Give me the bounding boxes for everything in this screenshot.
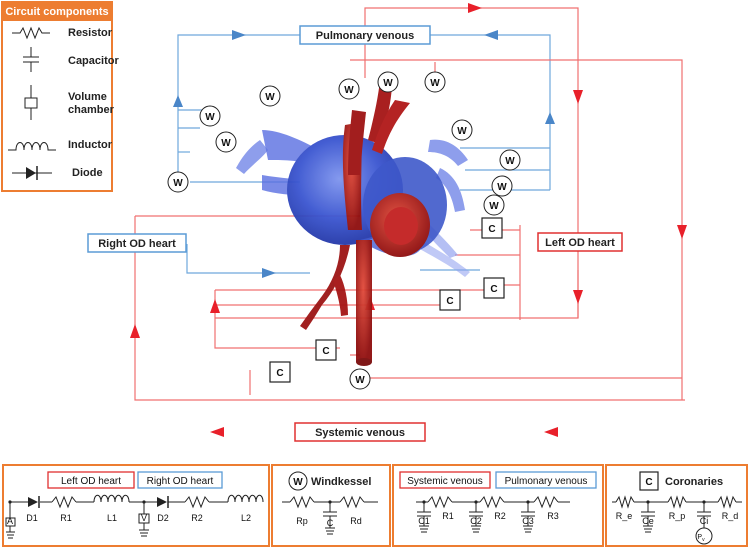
coronaries-panel-title: Coronaries [665, 476, 723, 488]
svg-text:W: W [489, 201, 499, 212]
coronaries-panel-symbol: C [645, 477, 652, 488]
systemic-arrows [130, 3, 687, 437]
svg-text:W: W [205, 112, 215, 123]
legend-volume-label-line2: chamber [68, 104, 115, 116]
windkessel-marker: W [483, 194, 505, 216]
svg-text:Pulmonary venous: Pulmonary venous [316, 30, 414, 42]
venous-panel-pulmonary-label: Pulmonary venous [505, 476, 588, 487]
windkessel-marker: W [499, 149, 521, 171]
svg-text:C: C [276, 368, 283, 379]
component-R_d: R_d [722, 511, 739, 521]
coronaries-panel: C Coronaries R_e Ce R_p Ci R_d Pv [605, 464, 748, 547]
windkessel-panel: W Windkessel Rp C Rd [271, 464, 391, 547]
venous-panel-systemic-label: Systemic venous [407, 476, 483, 487]
component-A: A [7, 516, 13, 526]
pulmonary-arrows [173, 30, 555, 278]
svg-text:C: C [488, 224, 495, 235]
windkessel-markers: W W W W W W W W W W W W [167, 71, 521, 390]
legend-capacitor-label: Capacitor [68, 55, 119, 67]
component-C2: C2 [470, 516, 482, 526]
svg-text:W: W [173, 178, 183, 189]
svg-text:W: W [265, 92, 275, 103]
heart-model [236, 80, 470, 366]
windkessel-marker: W [451, 119, 473, 141]
coronary-markers: C C C C C [269, 217, 505, 383]
windkessel-marker: W [167, 171, 189, 193]
component-D2: D2 [157, 513, 169, 523]
windkessel-panel-title: Windkessel [311, 476, 371, 488]
component-C: C [327, 518, 334, 528]
component-D1: D1 [26, 513, 38, 523]
component-L1: L1 [107, 513, 117, 523]
component-R_e: R_e [616, 511, 633, 521]
left-od-heart-label: Left OD heart [537, 232, 623, 252]
coronary-marker: C [439, 289, 461, 311]
resistor-icon [12, 26, 50, 40]
svg-text:C: C [446, 296, 453, 307]
svg-text:Left OD heart: Left OD heart [545, 237, 615, 249]
svg-text:W: W [221, 138, 231, 149]
legend-diode-label: Diode [72, 167, 103, 179]
windkessel-panel-symbol: W [293, 477, 303, 488]
volume-chamber-icon [24, 85, 38, 120]
legend-title: Circuit components [5, 6, 108, 18]
legend-resistor-label: Resistor [68, 27, 113, 39]
coronary-marker: C [269, 361, 291, 383]
svg-text:W: W [497, 182, 507, 193]
component-V: V [141, 513, 147, 523]
component-R1-venous: R1 [442, 511, 454, 521]
component-R2-venous: R2 [494, 511, 506, 521]
svg-text:W: W [344, 85, 354, 96]
component-R2: R2 [191, 513, 203, 523]
legend-volume-label-line1: Volume [68, 91, 107, 103]
svg-text:W: W [430, 78, 440, 89]
venous-panel: Systemic venous Pulmonary venous [392, 464, 604, 547]
heart-panel-right-label: Right OD heart [147, 476, 214, 487]
pulmonary-venous-label: Pulmonary venous [299, 25, 431, 45]
svg-text:Systemic venous: Systemic venous [315, 427, 405, 439]
component-R_p: R_p [669, 511, 686, 521]
component-R3: R3 [547, 511, 559, 521]
component-Ci: Ci [700, 516, 709, 526]
component-C3: C3 [522, 516, 534, 526]
diode-icon [12, 166, 52, 180]
pressure-source-label: Pv [697, 534, 705, 543]
windkessel-marker: W [491, 175, 513, 197]
windkessel-marker: W [259, 85, 281, 107]
windkessel-marker: W [199, 105, 221, 127]
component-R1: R1 [60, 513, 72, 523]
heart-panel-left-label: Left OD heart [61, 476, 121, 487]
svg-text:C: C [322, 346, 329, 357]
systemic-venous-label: Systemic venous [294, 422, 426, 442]
coronary-marker: C [315, 339, 337, 361]
windkessel-marker: W [424, 71, 446, 93]
component-Rp: Rp [296, 516, 308, 526]
legend-panel: Circuit components Resistor Capacitor Vo… [1, 1, 119, 192]
capacitor-icon [23, 47, 39, 72]
component-L2: L2 [241, 513, 251, 523]
windkessel-marker: W [215, 131, 237, 153]
windkessel-marker: W [349, 368, 371, 390]
coronary-marker: C [483, 277, 505, 299]
svg-text:W: W [457, 126, 467, 137]
component-Ce: Ce [642, 516, 654, 526]
component-Rd: Rd [350, 516, 362, 526]
windkessel-marker: W [338, 78, 360, 100]
heart-circuit-panel: Left OD heart Right OD heart [2, 464, 270, 547]
coronary-marker: C [481, 217, 503, 239]
svg-text:W: W [505, 156, 515, 167]
svg-text:W: W [355, 375, 365, 386]
inductor-icon [8, 142, 56, 151]
svg-text:Right OD heart: Right OD heart [98, 238, 176, 250]
windkessel-marker: W [377, 71, 399, 93]
pulmonary-circuit-lines [177, 34, 551, 274]
right-od-heart-label: Right OD heart [87, 233, 187, 253]
component-C1: C1 [418, 516, 430, 526]
svg-text:W: W [383, 78, 393, 89]
legend-inductor-label: Inductor [68, 139, 113, 151]
svg-text:C: C [490, 284, 497, 295]
